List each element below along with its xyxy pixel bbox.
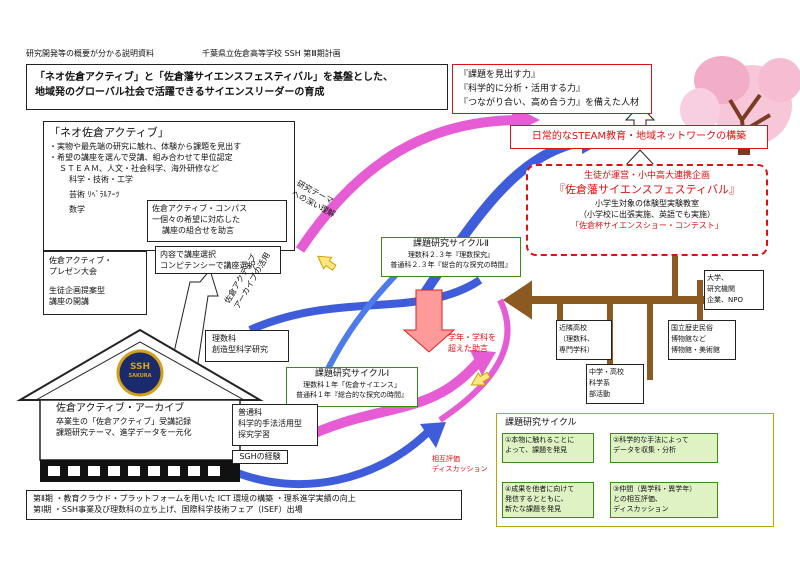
footer-line1: 第Ⅱ期 ・教育クラウド・プラットフォームを用いた ICT 環境の構築 ・理系進学… [33,494,356,503]
select-box: 内容で講座選択 コンピテンシーで講座選択 [155,246,281,274]
futsu-box: 普通科 科学的手法活用型 探究学習 [232,404,318,446]
compass-box: 佐倉アクティブ・コンパス 一個々の希望に対応した 講座の組合せを助言 [147,200,287,242]
partner-box: 近隣高校 （理数科、 専門学科） [556,320,612,360]
label-mutual-line1: 相互評価 [432,455,460,463]
neo-line1: ・実物や最先端の研究に触れ、体験から課題を見出す [49,142,242,151]
cycle-step: ③仲間（異学科・異学年） との相互評価、 ディスカッション [610,482,718,518]
festival-box: 生徒が運営・小中高大連携企画 『佐倉藩サイエンスフェスティバル』 小学生対象の体… [526,164,768,256]
futsu-line3: 探究学習 [238,430,270,439]
neo-line4: 科学・技術・工学 [69,175,133,184]
select-line2: コンピテンシーで講座選択 [160,261,256,270]
ssh-logo-sub: SAKURA [128,373,152,379]
neo-line3: ＳＴＥＡＭ、人文・社会科学、海外研修など [59,164,219,173]
footer-line2: 第Ⅰ期 ・SSH事業及び理数科の立ち上げ、国際科学技術フェア（ISEF）出場 [33,505,303,514]
theme-line1: 「ネオ佐倉アクティブ」と「佐倉藩サイエンスフェスティバル」を基盤とした、 [35,72,393,83]
cycle-step-text: ②科学的な手法によって データを収集・分析 [613,436,689,454]
compass-line1: 佐倉アクティブ・コンパス [152,204,248,213]
header-left: 研究開発等の概要が分かる説明資料 [26,49,154,58]
cycle1-line1: 理数科１年「佐倉サイエンス」 [303,381,401,389]
cycle-step: ①本物に触れることに よって、課題を発見 [502,433,594,463]
neo-line5: 芸術 ﾘﾍﾞﾗﾙｱｰﾂ [69,190,120,199]
cycle2-line2: 普通科２.３年『総合的な探究の時間』 [390,261,512,269]
presen-line4: 講座の開講 [49,297,89,306]
archive-block: 佐倉アクティブ・アーカイブ 卒業生の「佐倉アクティブ」受講記録 課題研究テーマ、… [56,402,236,438]
presen-box: 佐倉アクティブ・ プレゼン大会 生徒企画提案型 講座の開講 [43,251,147,315]
partner-box: 中学・高校 科学系 部活動 [586,364,644,404]
partner-text: 中学・高校 科学系 部活動 [589,368,624,398]
rika-line2: 創造型科学研究 [212,345,268,354]
cycle2-box: 課題研究サイクルⅡ 理数科２.３年『理数探究』 普通科２.３年『総合的な探究の時… [381,237,521,277]
goal-item: 『課題を見出す力』 [459,70,541,80]
cycle1-line2: 普通科１年『総合的な探究の時間』 [296,391,408,399]
archive-line1: 卒業生の「佐倉アクティブ」受講記録 [56,417,192,426]
cycle1-title: 課題研究サイクルⅠ [314,369,390,379]
rika-box: 理数科 創造型科学研究 [205,330,289,362]
neo-line6: 数学 [69,205,85,214]
header-right: 千葉県立佐倉高等学校 SSH 第Ⅲ期計画 [202,49,341,58]
cycle-step-text: ①本物に触れることに よって、課題を発見 [505,436,575,454]
partner-text: 近隣高校 （理数科、 専門学科） [559,324,594,354]
cycle-step-text: ③仲間（異学科・異学年） との相互評価、 ディスカッション [613,485,697,513]
label-advice-line2: 超えた助言 [448,344,488,353]
partner-box: 国立歴史民俗 博物館など 博物館・美術館 [668,320,736,360]
fest-line1b: 『佐倉藩サイエンスフェスティバル』 [553,183,740,196]
presen-line1: 佐倉アクティブ・ [49,256,113,265]
fest-line1: 生徒が運営・小中高大連携企画 [583,171,710,181]
partner-text: 大学、 研究機関 企業、NPO [707,274,743,304]
goal-item: 『つながり合い、高め合う力』を備えた人材 [459,98,640,108]
label-advice: 学年・学科を 超えた助言 [448,332,496,354]
select-line1: 内容で講座選択 [160,250,216,259]
label-mutual: 相互評価 ディスカッション [432,454,488,474]
sgh-text: SGHの経験 [239,452,281,461]
theme-line2: 地域発のグローバル社会で活躍できるサイエンスリーダーの育成 [35,87,325,98]
advice-arrow-icon [402,289,456,353]
label-advice-line1: 学年・学科を [448,333,496,342]
cycle2-line1: 理数科２.３年『理数探究』 [407,251,495,259]
footer-box: 第Ⅱ期 ・教育クラウド・プラットフォームを用いた ICT 環境の構築 ・理系進学… [26,490,462,520]
cycle-step: ④成果を他者に向けて 発信するとともに、 新たな課題を発見 [502,482,594,518]
archive-title: 佐倉アクティブ・アーカイブ [56,403,185,414]
neo-line2: ・希望の講座を選んで受講、組み合わせて単位認定 [49,153,233,162]
steam-text: 日常的なSTEAM教育・地域ネットワークの構築 [531,131,747,142]
steam-box: 日常的なSTEAM教育・地域ネットワークの構築 [510,125,768,149]
goals-box: 『課題を見出す力』 『科学的に分析・活用する力』 『つながり合い、高め合う力』を… [452,64,652,114]
theme-box: 「ネオ佐倉アクティブ」と「佐倉藩サイエンスフェスティバル」を基盤とした、 地域発… [26,64,448,110]
archive-building-illustration [16,328,264,482]
rika-line1: 理数科 [212,334,236,343]
fest-line3: （小学校に出張実施、英語でも実施） [579,210,715,219]
cycle-box-title: 課題研究サイクル [505,418,577,428]
goal-item: 『科学的に分析・活用する力』 [459,84,586,94]
cycle2-title: 課題研究サイクルⅡ [413,239,489,249]
compass-line3: 講座の組合せを助言 [162,226,234,235]
cycle-step: ②科学的な手法によって データを収集・分析 [610,433,718,463]
presen-line3: 生徒企画提案型 [49,286,105,295]
fest-line2: 小学生対象の体験型実験教室 [595,199,699,208]
futsu-line2: 科学的手法活用型 [238,419,302,428]
partner-text: 国立歴史民俗 博物館など 博物館・美術館 [671,324,720,354]
label-mutual-line2: ディスカッション [432,465,488,473]
presen-line2: プレゼン大会 [49,267,97,276]
cycle-step-text: ④成果を他者に向けて 発信するとともに、 新たな課題を発見 [505,485,575,513]
sgh-box: SGHの経験 [232,450,288,464]
ssh-logo: SSH SAKURA [126,362,154,379]
futsu-line1: 普通科 [238,408,262,417]
partner-box: 大学、 研究機関 企業、NPO [704,270,764,310]
compass-line2: 一個々の希望に対応した [152,215,240,224]
cycle1-box: 課題研究サイクルⅠ 理数科１年「佐倉サイエンス」 普通科１年『総合的な探究の時間… [286,367,418,407]
archive-line2: 課題研究テーマ、進学データを一元化 [56,428,192,437]
ssh-logo-main: SSH [129,362,151,372]
neo-title: 「ネオ佐倉アクティブ」 [49,126,169,139]
fest-line4: 「佐倉杯サイエンスショー・コンテスト」 [571,221,723,230]
